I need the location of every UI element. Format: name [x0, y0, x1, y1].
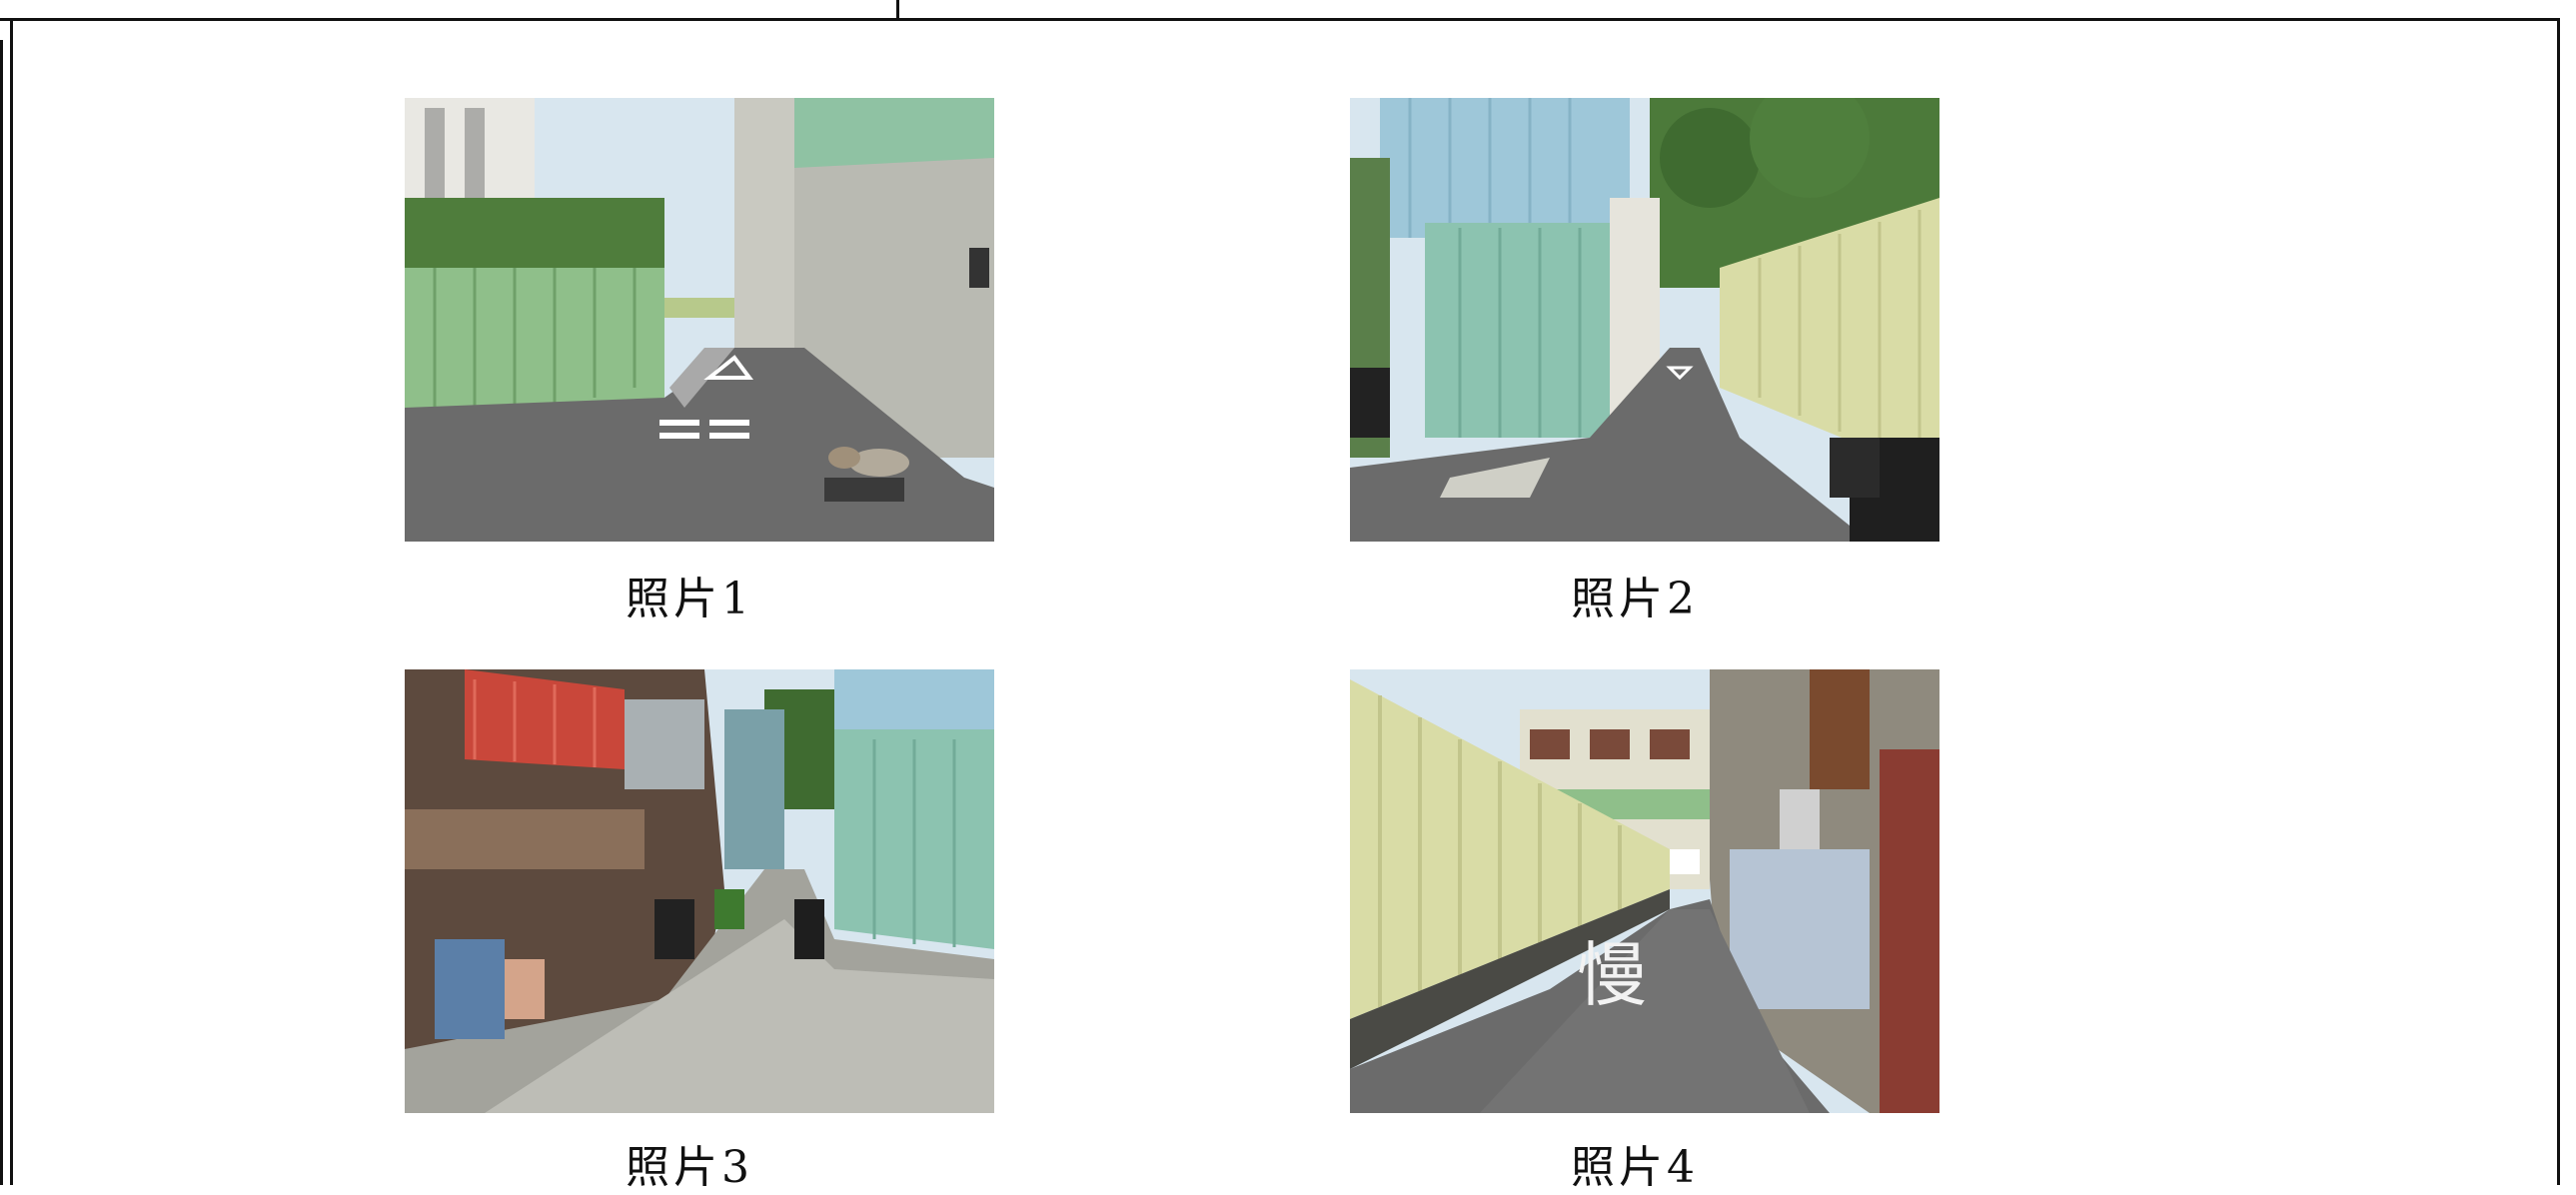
photo-4-caption: 照片4 — [1571, 1142, 1699, 1193]
left-border-line — [10, 18, 13, 1185]
photo-3-caption: 照片3 — [626, 1142, 753, 1193]
header-divider-line — [896, 0, 899, 20]
photo-3 — [405, 669, 994, 1113]
photo-2 — [1350, 98, 1939, 542]
top-border-line — [0, 18, 2560, 21]
slow-road-marking: 慢 — [1577, 934, 1647, 1016]
photo-4: 慢 — [1350, 669, 1939, 1113]
photo-1 — [405, 98, 994, 542]
right-border-line — [2557, 18, 2560, 1185]
left-edge-mark — [0, 40, 3, 1185]
photo-2-caption: 照片2 — [1571, 574, 1699, 624]
photo-1-caption: 照片1 — [626, 574, 753, 624]
